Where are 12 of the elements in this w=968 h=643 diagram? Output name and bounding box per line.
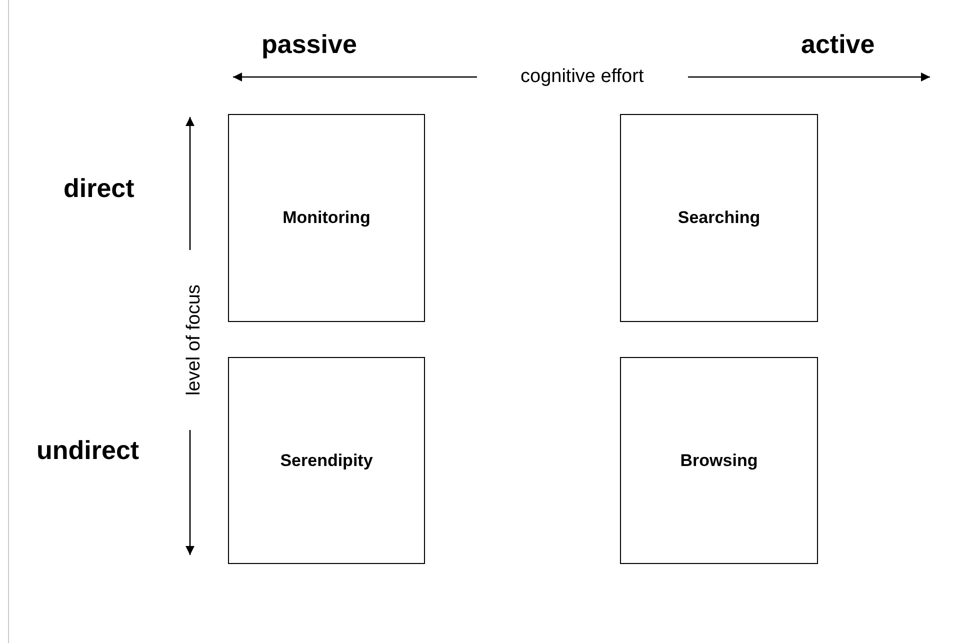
- quadrant-box: [620, 357, 818, 564]
- quadrant-label: Browsing: [680, 450, 758, 470]
- quadrant-label: Serendipity: [280, 450, 373, 470]
- axis-end-label: passive: [262, 28, 357, 60]
- quadrant-label: Searching: [678, 208, 760, 228]
- axis-end-label: direct: [64, 172, 134, 204]
- axis-end-label: active: [801, 28, 875, 60]
- quadrant-box: [620, 114, 818, 322]
- quadrant-box: [228, 114, 425, 322]
- quadrant-box: [228, 357, 425, 564]
- quadrant-label: Monitoring: [282, 208, 370, 228]
- axis-end-label: undirect: [36, 434, 140, 466]
